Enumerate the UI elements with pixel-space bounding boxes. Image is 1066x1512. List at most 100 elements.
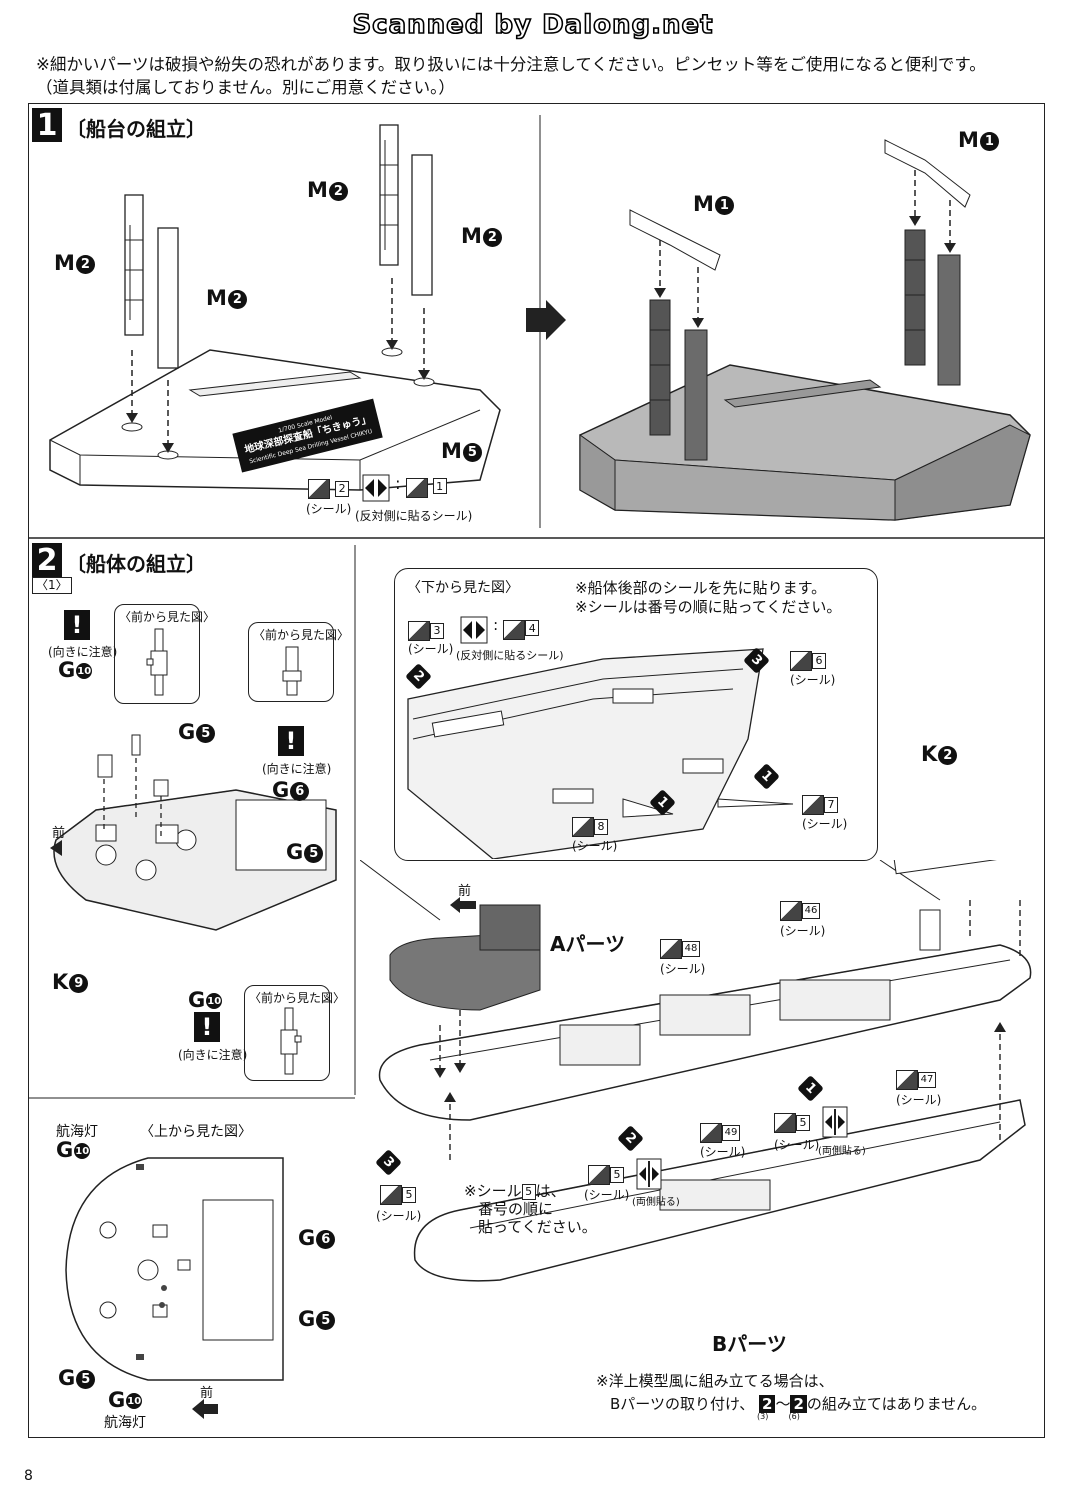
bow-deck-assembly-illustration (50, 734, 337, 931)
arrow-right-icon (526, 300, 566, 340)
hull-seal-caption-47: (シール) (896, 1093, 942, 1107)
part-g5-front-icon (282, 646, 302, 696)
warning-icon: ! (278, 726, 304, 756)
sticker-order-note-line-3: 貼ってください。 (478, 1218, 597, 1236)
waterline-note-line-1: ※洋上模型風に組み立てる場合は、 (596, 1372, 834, 1390)
step-1-sticker-2: 2 (308, 478, 350, 499)
step-1-reverse-caption: (反対側に貼るシール) (355, 509, 473, 523)
warning-icon: ! (64, 610, 90, 640)
bv-sticker-6: 6 (790, 650, 826, 671)
front-view-2-title: 〈前から見た図〉 (253, 628, 350, 642)
hull-sticker-49: 49 (700, 1122, 740, 1143)
step-2-sub-number: 〈1〉 (32, 577, 72, 594)
bv-sticker-7: 7 (802, 794, 838, 815)
hull-seal-caption-46: (シール) (780, 924, 826, 938)
top-view-deck-illustration (65, 1157, 284, 1381)
notice-line-2: （道具類は付属しておりません。別にご用意ください。） (36, 78, 455, 97)
front-view-1-title: 〈前から見た図〉 (119, 610, 216, 624)
bv-step-mark-3: 3 (743, 647, 770, 674)
orientation-note-2: (向きに注意) (262, 762, 332, 776)
bv-seal-caption-8: (シール) (572, 839, 618, 853)
bv-step-mark-1b: 1 (649, 789, 676, 816)
step-2-title: 〔船体の組立〕 (66, 552, 206, 576)
forward-label-top-view: 前 (200, 1386, 214, 1401)
front-view-box-2: 〈前から見た図〉 (248, 622, 349, 702)
sticker-icon (405, 478, 428, 498)
hull-seal-caption-5-b: (シール) (584, 1188, 630, 1202)
bv-seal-caption-6: (シール) (790, 673, 836, 687)
hull-seal-caption-5-c: (シール) (376, 1209, 422, 1223)
warning-icon: ! (194, 1012, 220, 1042)
bv-sticker-3: 3 (408, 620, 444, 641)
bottom-view-note-1: ※船体後部のシールを先に貼ります。 (575, 579, 827, 597)
bottom-view-note-2: ※シールは番号の順に貼ってください。 (575, 598, 842, 616)
hull-seal-caption-5-a: (シール) (774, 1138, 820, 1152)
step-2-number: 2 (32, 543, 62, 578)
front-view-box-1: 〈前から見た図〉 (114, 604, 215, 704)
hull-sticker-5-c: 5 (380, 1184, 416, 1205)
nav-light-label: 航海灯 (56, 1124, 98, 1140)
hull-step-mark-2: 2 (617, 1125, 644, 1152)
hull-assembly-illustration (360, 860, 1032, 1282)
front-view-3-title: 〈前から見た図〉 (249, 991, 346, 1005)
bv-sticker-8: 8 (572, 816, 608, 837)
orientation-note-1: (向きに注意) (48, 645, 118, 659)
nav-light-label-bottom: 航海灯 (104, 1415, 146, 1431)
step-1-reverse-sticker: : 1 (362, 474, 447, 506)
stand-assembly-right-illustration (579, 139, 1031, 521)
step-1-number: 1 (32, 108, 62, 143)
waterline-note-line-2: Bパーツの取り付け、 2 (3) ～ 2 (6) の組み立てはありません。 (610, 1395, 987, 1421)
bv-reverse-caption: (反対側に貼るシール) (456, 649, 564, 662)
forward-label-hull: 前 (458, 884, 472, 899)
sticker-icon (308, 478, 330, 499)
reverse-side-icon (460, 616, 488, 644)
hull-bottom-illustration (407, 648, 794, 859)
hull-seal-caption-48: (シール) (660, 962, 706, 976)
step-1-sticker-caption: (シール) (306, 502, 352, 516)
hull-seal-caption-49: (シール) (700, 1145, 746, 1159)
hull-sticker-47: 47 (896, 1069, 936, 1090)
arrow-left-icon (450, 897, 476, 913)
reverse-side-icon (362, 474, 390, 502)
arrow-left-icon (192, 1399, 218, 1419)
both-sides-icon (822, 1106, 848, 1138)
front-view-box-3: 〈前から見た図〉 (244, 985, 345, 1081)
hull-sticker-5-a: 5 (774, 1112, 810, 1133)
bottom-view-title: 〈下から見た図〉 (407, 580, 519, 596)
bv-step-mark-2: 2 (405, 663, 432, 690)
both-sides-caption-b: (両側貼る) (632, 1197, 680, 1208)
hull-sticker-46: 46 (780, 900, 820, 921)
sticker-order-note-line-2: 番号の順に (478, 1200, 554, 1218)
bv-seal-caption-3: (シール) (408, 642, 454, 656)
label-part-a: Aパーツ (550, 932, 626, 956)
bv-reverse-sticker-4: : 4 (460, 616, 540, 648)
hull-step-mark-1: 1 (797, 1075, 824, 1102)
stand-assembly-left-illustration: 1/700 Scale Model 地球深部探査船「ちきゅう」 Scientif… (49, 124, 501, 491)
hull-step-mark-3: 3 (375, 1149, 402, 1176)
both-sides-icon (636, 1158, 662, 1190)
page-number: 8 (24, 1468, 33, 1484)
step-1-title: 〔船台の組立〕 (66, 117, 206, 141)
hull-sticker-48: 48 (660, 938, 700, 959)
orientation-note-3: (向きに注意) (178, 1048, 248, 1062)
bv-seal-caption-7: (シール) (802, 817, 848, 831)
part-g10-front-icon (280, 1007, 302, 1075)
